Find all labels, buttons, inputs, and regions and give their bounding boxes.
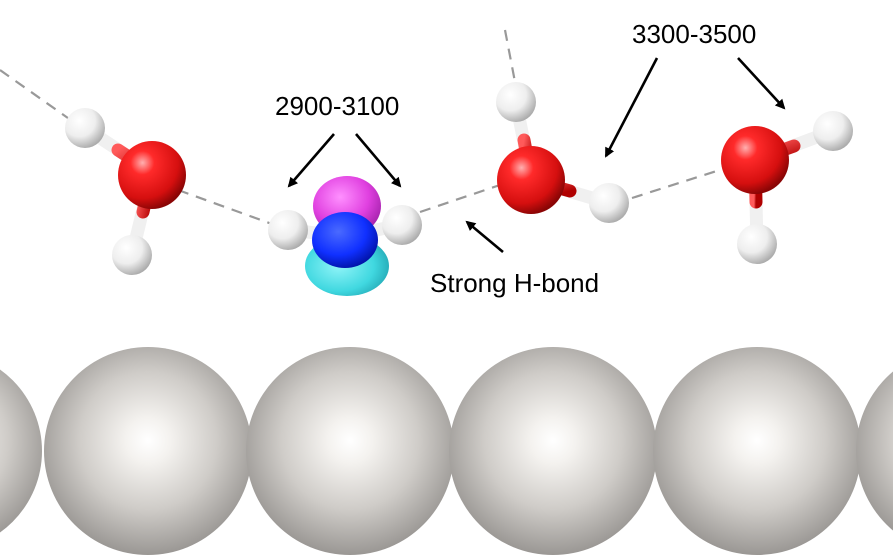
hydrogen-atom: [589, 183, 629, 223]
label-strong-hbond: Strong H-bond: [430, 268, 599, 298]
label-range-high: 3300-3500: [632, 19, 756, 49]
arrow-to-left-h: [287, 133, 335, 188]
metal-atom: [653, 347, 861, 555]
hydrogen-atom: [496, 82, 536, 122]
hydrogen-atom: [65, 108, 105, 148]
hydrogen-atom: [382, 205, 422, 245]
metal-atom: [246, 347, 454, 555]
metal-atom: [44, 347, 252, 555]
hydrogen-atom: [737, 224, 777, 264]
arrow-strong-hbond: [465, 220, 504, 253]
arrow-to-water4-h: [737, 57, 786, 110]
oxygen-atom: [118, 141, 186, 209]
hbond-line: [177, 188, 273, 226]
hydrogen-atom: [268, 210, 308, 250]
label-range-low: 2900-3100: [275, 91, 399, 121]
hbond-line: [419, 183, 501, 214]
metal-atom: [856, 371, 893, 531]
oxygen-atom: [497, 146, 565, 214]
water-molecule-1: [65, 108, 186, 275]
annotation-arrows: [287, 57, 786, 253]
water-molecule-2: [268, 176, 422, 296]
hbond-line: [631, 166, 727, 200]
water-molecule-3: [496, 82, 629, 223]
arrow-to-right-h: [355, 133, 402, 188]
orbital-lobe-blue: [312, 212, 378, 268]
oxygen-atom: [721, 126, 789, 194]
water-molecule-4: [721, 111, 853, 264]
metal-atom: [0, 369, 42, 533]
hydrogen-atom: [813, 111, 853, 151]
arrow-to-water3-h: [604, 57, 659, 158]
metal-atom: [449, 347, 657, 555]
hbond-line: [503, 29, 517, 83]
metal-surface: [0, 347, 893, 555]
hydrogen-atom: [112, 235, 152, 275]
